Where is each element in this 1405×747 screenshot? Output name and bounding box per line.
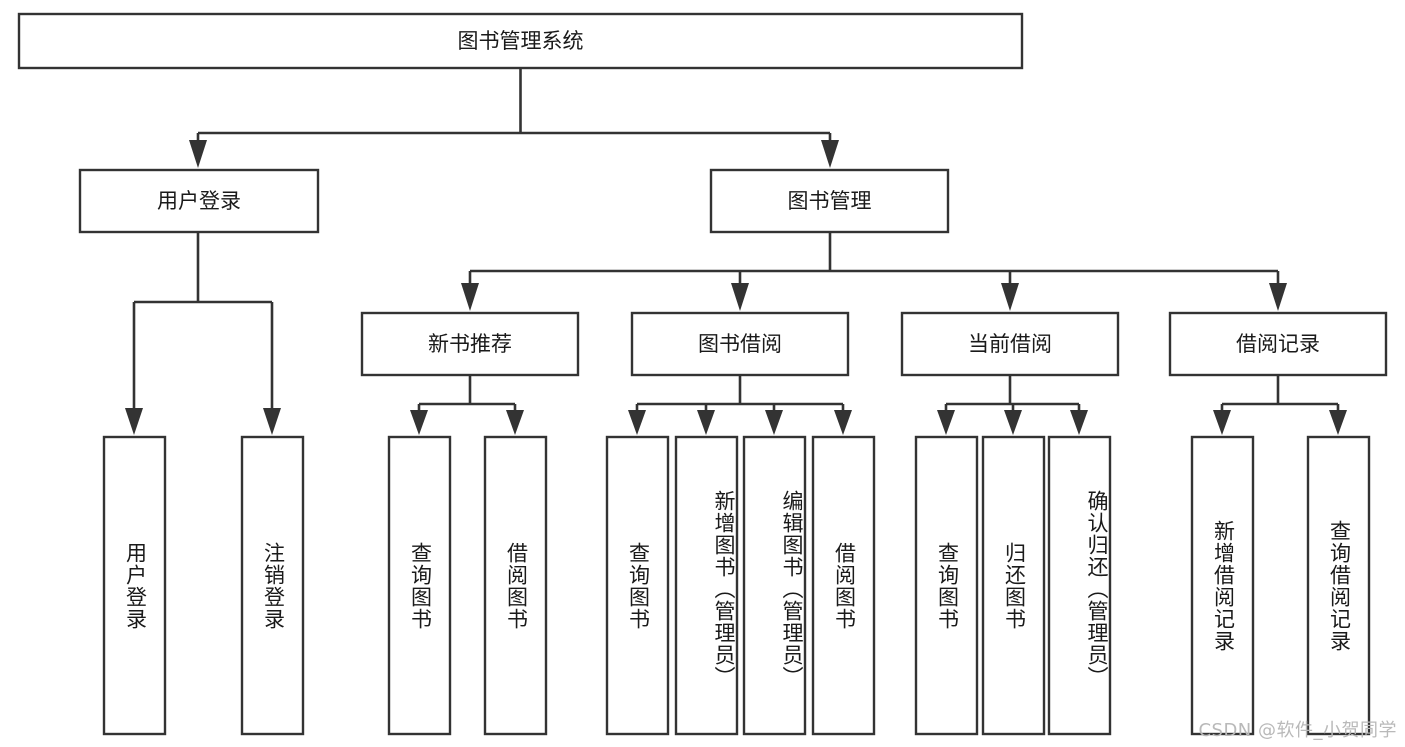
- leaf-box-borrow-book-1[interactable]: [483, 435, 548, 736]
- node-root-title[interactable]: 图书管理系统: [17, 12, 1024, 70]
- arrowhead-leaf-query-book-2: [628, 410, 646, 435]
- arrowhead-borrow-record: [1269, 283, 1287, 311]
- arrowhead-leaf-edit-book: [765, 410, 783, 435]
- node-book-management-label: 图书管理: [788, 189, 872, 213]
- node-borrow-record[interactable]: 借阅记录: [1168, 311, 1388, 377]
- leaf-box-user-login[interactable]: [102, 435, 167, 736]
- connector-group-bookmgmt: [461, 232, 1287, 311]
- connector-group-userlogin: [125, 232, 281, 435]
- node-root-title-box[interactable]: [17, 12, 1024, 70]
- connector-group-bookborrow: [628, 375, 852, 435]
- connector-group-currentborrow: [937, 375, 1088, 435]
- arrowhead-leaf-return-book: [1004, 410, 1022, 435]
- leaf-box-borrow-book-2[interactable]: [811, 435, 876, 736]
- arrowhead-leaf-confirm-return: [1070, 410, 1088, 435]
- leaf-box-query-book-1[interactable]: [387, 435, 452, 736]
- node-current-borrow-label: 当前借阅: [968, 332, 1052, 356]
- node-user-login-box[interactable]: [78, 168, 320, 234]
- leaf-box-logout-login[interactable]: [240, 435, 305, 736]
- node-new-book-recommend-label: 新书推荐: [428, 332, 512, 356]
- leaf-box-return-book[interactable]: [981, 435, 1046, 736]
- arrowhead-leaf-logout-login: [263, 408, 281, 435]
- connector-group-root: [189, 68, 839, 168]
- node-current-borrow-box[interactable]: [900, 311, 1120, 377]
- node-book-management[interactable]: 图书管理: [709, 168, 950, 234]
- leaf-box-query-record[interactable]: [1306, 435, 1371, 736]
- arrowhead-current-borrow: [1001, 283, 1019, 311]
- connector-group-borrowrecord: [1213, 375, 1347, 435]
- arrowhead-new-book-recommend: [461, 283, 479, 311]
- node-new-book-recommend[interactable]: 新书推荐: [360, 311, 580, 377]
- arrowhead-leaf-query-record: [1329, 410, 1347, 435]
- arrowhead-leaf-add-book: [697, 410, 715, 435]
- node-borrow-record-label: 借阅记录: [1236, 332, 1320, 356]
- leaf-box-add-book[interactable]: [674, 435, 739, 736]
- leaf-box-query-book-3[interactable]: [914, 435, 979, 736]
- arrowhead-leaf-borrow-book-2: [834, 410, 852, 435]
- node-new-book-recommend-box[interactable]: [360, 311, 580, 377]
- leaf-box-confirm-return[interactable]: [1047, 435, 1112, 736]
- node-user-login-label: 用户登录: [157, 189, 241, 213]
- arrowhead-leaf-borrow-book-1: [506, 410, 524, 435]
- csdn-watermark: CSDN @软件_小贺同学: [1198, 720, 1397, 741]
- node-book-borrow[interactable]: 图书借阅: [630, 311, 850, 377]
- arrowhead-leaf-query-book-3: [937, 410, 955, 435]
- arrowhead-bookmgmt: [821, 140, 839, 168]
- leaf-box-query-book-2[interactable]: [605, 435, 670, 736]
- connector-group-newbook: [410, 375, 524, 435]
- node-borrow-record-box[interactable]: [1168, 311, 1388, 377]
- arrowhead-userlogin: [189, 140, 207, 168]
- arrowhead-book-borrow: [731, 283, 749, 311]
- node-book-management-box[interactable]: [709, 168, 950, 234]
- node-root-title-label: 图书管理系统: [458, 29, 584, 53]
- leaf-box-add-record[interactable]: [1190, 435, 1255, 736]
- arrowhead-leaf-query-book-1: [410, 410, 428, 435]
- node-current-borrow[interactable]: 当前借阅: [900, 311, 1120, 377]
- arrowhead-leaf-user-login: [125, 408, 143, 435]
- leaf-box-edit-book[interactable]: [742, 435, 807, 736]
- node-book-borrow-box[interactable]: [630, 311, 850, 377]
- node-user-login[interactable]: 用户登录: [78, 168, 320, 234]
- arrowhead-leaf-add-record: [1213, 410, 1231, 435]
- node-book-borrow-label: 图书借阅: [698, 332, 782, 356]
